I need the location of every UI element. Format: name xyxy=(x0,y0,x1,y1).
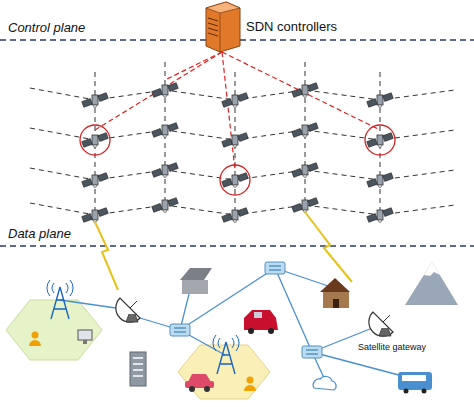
house xyxy=(320,278,350,308)
feeder-link xyxy=(305,212,352,282)
gateway-label: Satellite gateway xyxy=(358,343,426,353)
satellite xyxy=(292,163,318,178)
building xyxy=(130,352,146,386)
satellites xyxy=(80,83,395,223)
monitor xyxy=(78,330,92,344)
satellite xyxy=(152,163,178,178)
switch xyxy=(265,262,285,274)
user xyxy=(244,377,256,392)
switch xyxy=(170,324,190,336)
satellite xyxy=(82,93,108,108)
satellite xyxy=(152,83,178,98)
satellite-links xyxy=(30,62,455,215)
satellite xyxy=(292,83,318,98)
satellite xyxy=(367,133,393,148)
satellite xyxy=(367,173,393,188)
plane-label: Data plane xyxy=(8,227,71,241)
satellite xyxy=(367,208,393,223)
satellite xyxy=(222,93,248,108)
satellite xyxy=(82,173,108,188)
control-links xyxy=(95,52,380,170)
user xyxy=(29,332,41,347)
gateway-dish xyxy=(369,312,393,336)
controller-ring xyxy=(365,125,395,155)
feeder-link xyxy=(95,222,118,290)
server-icon xyxy=(206,2,240,52)
satellite xyxy=(82,133,108,148)
cell-tower xyxy=(213,335,239,374)
cell-tower xyxy=(47,280,73,319)
house xyxy=(180,268,212,294)
satellite xyxy=(292,198,318,213)
satellite xyxy=(292,123,318,138)
plane-label: Control plane xyxy=(8,21,85,35)
car xyxy=(185,374,214,392)
gateway-dish xyxy=(116,298,140,322)
satellite xyxy=(222,133,248,148)
ground-links xyxy=(60,268,410,380)
controller-ring xyxy=(220,165,250,195)
cloud xyxy=(313,376,336,390)
control-link xyxy=(222,52,235,170)
satellite xyxy=(367,93,393,108)
satellite xyxy=(152,198,178,213)
control-link xyxy=(165,52,222,80)
access-cell xyxy=(178,345,270,399)
satellite xyxy=(152,123,178,138)
controller-label: SDN controllers xyxy=(246,20,337,34)
satellite xyxy=(222,208,248,223)
control-link xyxy=(222,52,380,130)
bus xyxy=(398,372,432,394)
switch xyxy=(302,346,322,358)
control-link xyxy=(95,52,222,130)
mountain xyxy=(405,262,458,305)
van xyxy=(244,310,278,334)
satellite xyxy=(222,173,248,188)
controller-ring xyxy=(80,125,110,155)
satellite xyxy=(82,208,108,223)
plane-divider xyxy=(0,245,474,246)
